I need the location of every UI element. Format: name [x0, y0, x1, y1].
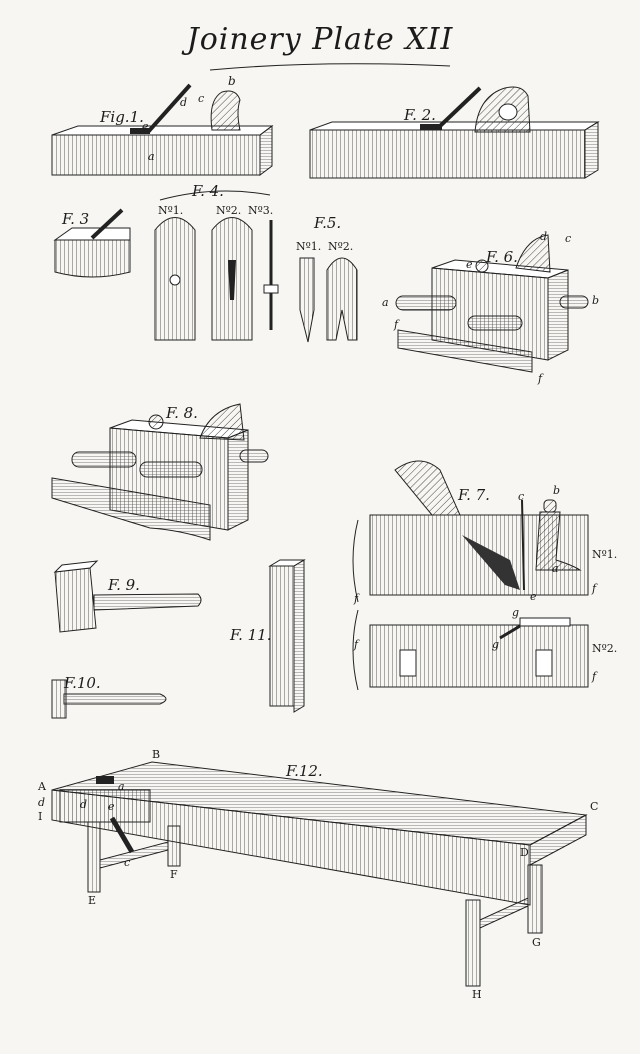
fig7-letter-a: a — [552, 562, 559, 575]
fig10-label: F.10. — [63, 674, 101, 692]
fig7-no1: Nº1. — [592, 548, 617, 561]
fig6-letter-c: c — [565, 232, 571, 245]
fig12-letter-d2: d — [80, 798, 87, 811]
fig7-brace-2 — [352, 609, 359, 691]
letter-e: e — [142, 120, 149, 133]
fig7-letter-f4: f — [591, 670, 598, 683]
fig12-letter-F: F — [170, 868, 178, 881]
fig11-hook — [268, 559, 306, 713]
fig4-irons — [154, 190, 279, 341]
title-underline — [209, 63, 451, 71]
fig1-label: Fig.1. — [99, 108, 144, 126]
fig7-view1 — [369, 460, 589, 596]
fig9-mallet — [53, 560, 202, 633]
fig1-plane — [51, 83, 274, 176]
fig12-letter-G: G — [532, 936, 541, 949]
fig12-letter-E: E — [88, 894, 96, 907]
fig6-letter-f1: f — [393, 318, 400, 331]
plate-title: Joinery Plate XII — [186, 22, 454, 57]
fig12-letter-D: D — [520, 846, 529, 859]
fig7-letter-f3: f — [353, 638, 360, 651]
fig12-letter-a: a — [118, 780, 125, 793]
fig4-no3: Nº3. — [248, 204, 273, 217]
fig9-label: F. 9. — [107, 576, 140, 594]
fig6-letter-f2: f — [537, 372, 544, 385]
fig7-brace-1 — [352, 519, 359, 603]
fig12-letter-H: H — [472, 988, 482, 1001]
fig12-letter-B: B — [152, 748, 160, 761]
fig7-letter-c: c — [518, 490, 524, 503]
fig12-workbench — [51, 761, 588, 987]
fig10-hammer — [51, 679, 167, 719]
fig6-plough — [395, 234, 589, 373]
fig7-letter-g2: g — [492, 638, 499, 651]
fig12-letter-C: C — [590, 800, 598, 813]
fig2-plane — [309, 86, 600, 179]
fig6-label: F. 6. — [485, 248, 518, 266]
letter-b: b — [228, 74, 236, 88]
fig6-letter-e: e — [466, 258, 473, 271]
fig12-letter-d1: d — [38, 796, 45, 809]
letter-a: a — [148, 150, 155, 163]
fig6-letter-b: b — [592, 294, 599, 307]
fig8-plane — [51, 403, 269, 541]
fig7-no2: Nº2. — [592, 642, 617, 655]
fig6-letter-a: a — [382, 296, 389, 309]
fig12-letter-e: e — [108, 800, 115, 813]
fig5-no1: Nº1. — [296, 240, 321, 253]
fig12-letter-I: I — [38, 810, 42, 823]
fig12-label: F.12. — [285, 762, 323, 780]
fig7-view2 — [369, 617, 589, 688]
fig7-letter-f1: f — [353, 592, 360, 605]
fig7-letter-e: e — [530, 590, 537, 603]
fig4-label: F. 4. — [191, 182, 224, 200]
fig12-letter-A: A — [37, 780, 47, 793]
letter-c: c — [198, 92, 204, 105]
fig12-letter-c: c — [124, 856, 130, 869]
fig4-no2: Nº2. — [216, 204, 241, 217]
fig7-letter-b: b — [553, 484, 560, 497]
fig5-label: F.5. — [313, 214, 341, 232]
fig7-letter-f2: f — [591, 582, 598, 595]
fig8-label: F. 8. — [165, 404, 198, 422]
fig3-plane — [53, 208, 131, 278]
fig3-label: F. 3 — [61, 210, 89, 228]
fig5-parts — [299, 257, 358, 343]
letter-d: d — [180, 96, 187, 109]
fig2-label: F. 2. — [403, 106, 436, 124]
fig7-letter-g1: g — [512, 606, 519, 619]
fig11-label: F. 11. — [229, 626, 271, 644]
fig5-no2: Nº2. — [328, 240, 353, 253]
fig7-label: F. 7. — [457, 486, 490, 504]
fig6-letter-d: d — [540, 230, 547, 243]
fig4-no1: Nº1. — [158, 204, 183, 217]
